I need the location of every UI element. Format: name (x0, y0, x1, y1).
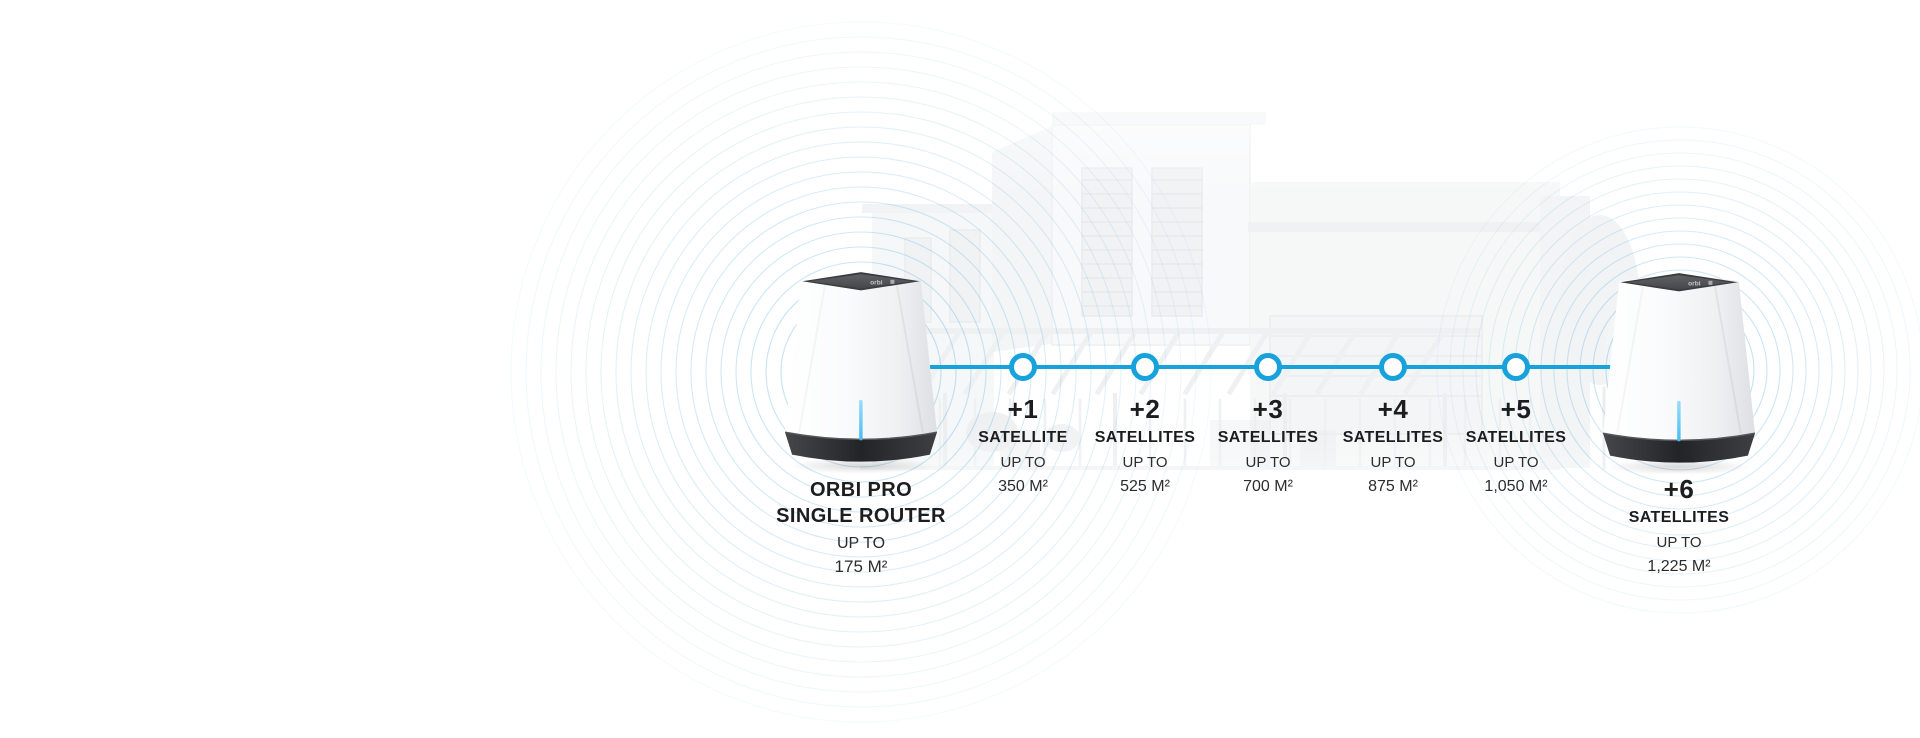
max-satellites-label: +6 SATELLITES UP TO 1,225 M² (1569, 474, 1789, 576)
satellite-unit-label: SATELLITES (1217, 429, 1319, 446)
up-to-label: UP TO (1122, 454, 1168, 471)
up-to-label: UP TO (1370, 454, 1416, 471)
satellite-unit-label: SATELLITES (1465, 429, 1567, 446)
up-to-label: UP TO (1000, 454, 1046, 471)
coverage-value: 875 M² (1368, 478, 1418, 495)
coverage-value: 1,050 M² (1484, 478, 1548, 495)
milestone-plus1: +1 SATELLITE UP TO 350 M² (948, 394, 1098, 496)
satellite-count: +6 (1663, 474, 1695, 504)
milestone-plus3: +3 SATELLITES UP TO 700 M² (1193, 394, 1343, 496)
satellite-unit-label: SATELLITES (1628, 509, 1730, 526)
node-dot-1 (1009, 353, 1037, 381)
milestone-plus2: +2 SATELLITES UP TO 525 M² (1070, 394, 1220, 496)
satellite-unit-label: SATELLITE (978, 429, 1068, 446)
satellite-count: +4 (1377, 394, 1409, 424)
milestone-plus4: +4 SATELLITES UP TO 875 M² (1318, 394, 1468, 496)
router-name-line2: SINGLE ROUTER (776, 505, 946, 527)
node-dot-3 (1254, 353, 1282, 381)
satellite-unit-label: SATELLITES (1094, 429, 1196, 446)
up-to-label: UP TO (1656, 534, 1702, 551)
satellite-count: +3 (1252, 394, 1284, 424)
satellite-unit-label: SATELLITES (1342, 429, 1444, 446)
orbi-satellite-device (1603, 272, 1755, 476)
house-top-fade (640, 0, 1760, 200)
milestone-plus5: +5 SATELLITES UP TO 1,050 M² (1441, 394, 1591, 496)
router-up-to-label: UP TO (836, 535, 886, 552)
coverage-value: 1,225 M² (1647, 558, 1711, 575)
coverage-value: 700 M² (1243, 478, 1293, 495)
node-dot-4 (1379, 353, 1407, 381)
satellite-count: +5 (1500, 394, 1532, 424)
up-to-label: UP TO (1493, 454, 1539, 471)
router-name-line1: ORBI PRO (809, 479, 913, 501)
up-to-label: UP TO (1245, 454, 1291, 471)
satellite-count: +1 (1007, 394, 1039, 424)
node-dot-5 (1502, 353, 1530, 381)
router-coverage-value: 175 M² (834, 557, 888, 576)
coverage-value: 350 M² (998, 478, 1048, 495)
router-label: ORBI PRO SINGLE ROUTER UP TO 175 M² (751, 477, 971, 578)
satellite-count: +2 (1129, 394, 1161, 424)
node-dot-2 (1131, 353, 1159, 381)
orbi-router-device (785, 271, 937, 475)
coverage-value: 525 M² (1120, 478, 1170, 495)
